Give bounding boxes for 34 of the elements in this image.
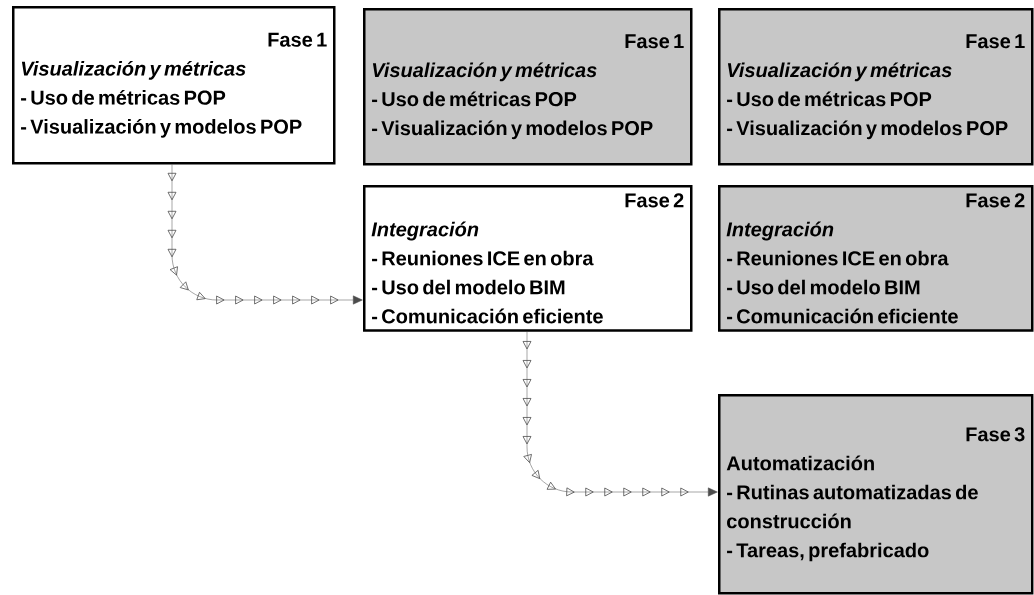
- phase-heading: Fase 1: [268, 32, 327, 47]
- list-item: - Comunicación eficiente: [372, 308, 603, 324]
- phase-box: [718, 8, 1034, 166]
- list-item: - Uso de métricas POP: [727, 91, 932, 107]
- phase-box: [12, 6, 336, 165]
- list-item: - Visualización y modelos POP: [372, 120, 653, 140]
- list-item: - Uso del modelo BIM: [372, 279, 565, 295]
- list-item: - Rutinas automatizadas de construcción: [727, 484, 978, 529]
- phase-subtitle: Automatización: [726, 455, 874, 471]
- phase-subtitle: Integración: [371, 221, 479, 241]
- list-item: - Reuniones ICE en obra: [727, 250, 949, 266]
- phase-box: [363, 8, 693, 166]
- phase-heading: Fase 2: [625, 193, 684, 208]
- list-item: - Tareas, prefabricado: [727, 542, 929, 562]
- phase-heading: Fase 1: [966, 34, 1025, 49]
- list-item: - Comunicación eficiente: [727, 308, 958, 324]
- phase-box: [718, 394, 1034, 595]
- list-item: - Uso del modelo BIM: [727, 279, 920, 295]
- list-item: - Uso de métricas POP: [372, 91, 577, 107]
- phase-subtitle: Visualización y métricas: [727, 62, 952, 82]
- triangle-arrow: [167, 164, 363, 305]
- list-item: - Visualización y modelos POP: [727, 120, 1008, 140]
- phase-subtitle: Integración: [726, 221, 834, 241]
- triangle-arrow: [522, 331, 718, 497]
- list-item: - Visualización y modelos POP: [21, 118, 302, 138]
- phase-subtitle: Visualización y métricas: [21, 60, 246, 80]
- list-item: - Uso de métricas POP: [21, 89, 226, 105]
- phase-box: [363, 185, 693, 332]
- list-item: - Reuniones ICE en obra: [372, 250, 594, 266]
- phase-heading: Fase 2: [966, 193, 1025, 208]
- phase-box: [718, 185, 1034, 332]
- phase-heading: Fase 3: [966, 427, 1025, 442]
- phase-heading: Fase 1: [625, 34, 684, 49]
- phase-subtitle: Visualización y métricas: [372, 62, 597, 82]
